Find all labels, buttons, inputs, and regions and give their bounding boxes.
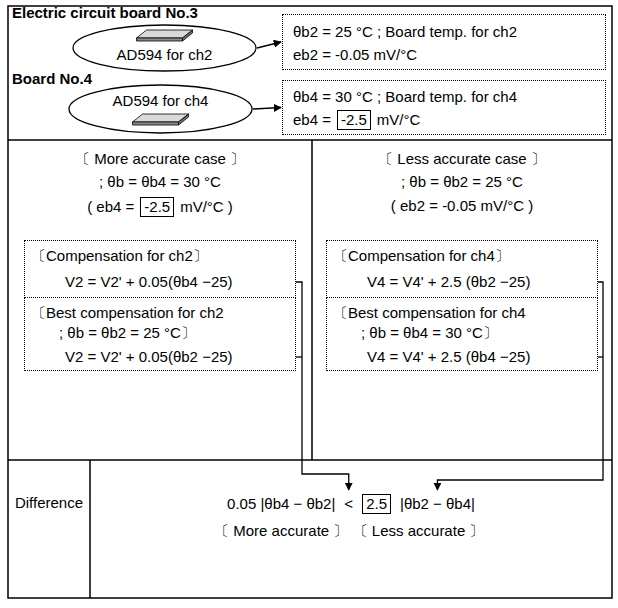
node-text: V2 = V2' + 0.05(θb4 −25): [65, 273, 233, 291]
ellipse-shape: [69, 85, 252, 133]
best-compensation-box: 〔Best compensation for ch2 ; θb = θb2 = 2…: [24, 297, 296, 371]
text-row: eb4 = -2.5 mV/°C: [293, 110, 420, 130]
node-text: 〔Compensation for ch4〕: [333, 247, 510, 265]
label-text: 〔 Less accurate case 〕: [378, 150, 546, 168]
node-text: 〔Best compensation for ch4: [333, 304, 526, 322]
value-box: -2.5: [337, 110, 371, 130]
label-text: |θb2 − θb4|: [400, 495, 475, 513]
label-text: ; θb = θb2 = 25 °C: [401, 173, 523, 191]
board-icon: [183, 30, 193, 41]
node-text: AD594 for ch4: [113, 92, 209, 110]
text-row: ( eb4 = -2.5 mV/°C ): [8, 197, 312, 217]
frame-line: [8, 459, 612, 461]
node-text: θb2 = 25 °C ; Board temp. for ch2: [293, 23, 517, 41]
label-text: 0.05 |θb4 − θb2|: [227, 495, 335, 513]
label-text: Difference: [15, 494, 83, 512]
board-icon: [179, 114, 189, 125]
outer-frame: [8, 6, 612, 598]
ellipse-shape: [73, 25, 256, 71]
text-row: 〔 More accurate case 〕: [8, 150, 312, 168]
chip-ellipse: AD594 for ch2: [72, 24, 257, 72]
node-text: mV/°C: [377, 111, 421, 129]
label-text: ( eb4 =: [87, 198, 134, 216]
text-row: ; θb = θb2 = 25 °C: [312, 173, 612, 191]
label-text: 〔 Less accurate 〕: [353, 522, 485, 540]
chip-ellipse: AD594 for ch4: [68, 84, 253, 134]
text-row: ; θb = θb4 = 30 °C: [8, 173, 312, 191]
value-box: -2.5: [140, 197, 174, 217]
node-text: ; θb = θb4 = 30 °C〕: [361, 324, 498, 342]
node-text: V4 = V4' + 2.5 (θb4 −25): [367, 348, 530, 366]
frame-line: [311, 140, 313, 460]
connector-arrow: [257, 42, 281, 48]
node-text: V4 = V4' + 2.5 (θb2 −25): [367, 273, 530, 291]
text-row: 〔 Less accurate case 〕: [312, 150, 612, 168]
label-text: ( eb2 = -0.05 mV/°C ): [391, 197, 533, 215]
value-box: 2.5: [362, 494, 391, 514]
node-text: -2.5: [144, 198, 170, 216]
label-text: 〔 More accurate case 〕: [75, 150, 245, 168]
compensation-box: 〔Compensation for ch2〕 V2 = V2' + 0.05(θb…: [24, 240, 296, 298]
label-text: mV/°C ): [180, 198, 233, 216]
label-text: Board No.4: [12, 70, 92, 88]
leader-line: [296, 356, 302, 357]
compensation-box: 〔Compensation for ch4〕 V4 = V4' + 2.5 (θb…: [326, 240, 598, 298]
best-compensation-box: 〔Best compensation for ch4 ; θb = θb4 = 3…: [326, 297, 598, 371]
leader-line: [598, 356, 603, 357]
node-text: θb4 = 30 °C ; Board temp. for ch4: [293, 88, 517, 106]
label-text: ; θb = θb4 = 30 °C: [99, 173, 221, 191]
node-text: ; θb = θb2 = 25 °C〕: [59, 324, 196, 342]
label-text: <: [344, 495, 353, 513]
frame-line: [89, 460, 91, 598]
node-text: eb2 = -0.05 mV/°C: [293, 46, 417, 64]
node-text: 2.5: [366, 495, 387, 513]
label-text: Electric circuit board No.3: [12, 4, 198, 22]
frame-line: [8, 139, 612, 141]
node-text: AD594 for ch2: [117, 46, 213, 64]
node-text: V2 = V2' + 0.05(θb2 −25): [65, 348, 233, 366]
node-text: -2.5: [341, 111, 367, 129]
connector-arrow: [253, 108, 281, 110]
node-text: 〔Compensation for ch2〕: [31, 247, 208, 265]
board-icon: [133, 122, 179, 125]
node-text: eb4 =: [293, 111, 331, 129]
info-box: θb2 = 25 °C ; Board temp. for ch2 eb2 = -…: [282, 14, 606, 70]
text-row: ( eb2 = -0.05 mV/°C ): [312, 197, 612, 215]
text-row: 0.05 |θb4 − θb2| <2.5 |θb2 − θb4|: [90, 494, 612, 514]
board-icon: [137, 38, 183, 41]
label-text: 〔 More accurate 〕: [214, 522, 348, 540]
info-box: θb4 = 30 °C ; Board temp. for ch4 eb4 = -2…: [282, 80, 606, 135]
node-text: 〔Best compensation for ch2: [31, 304, 224, 322]
text-row: Difference: [8, 494, 90, 512]
